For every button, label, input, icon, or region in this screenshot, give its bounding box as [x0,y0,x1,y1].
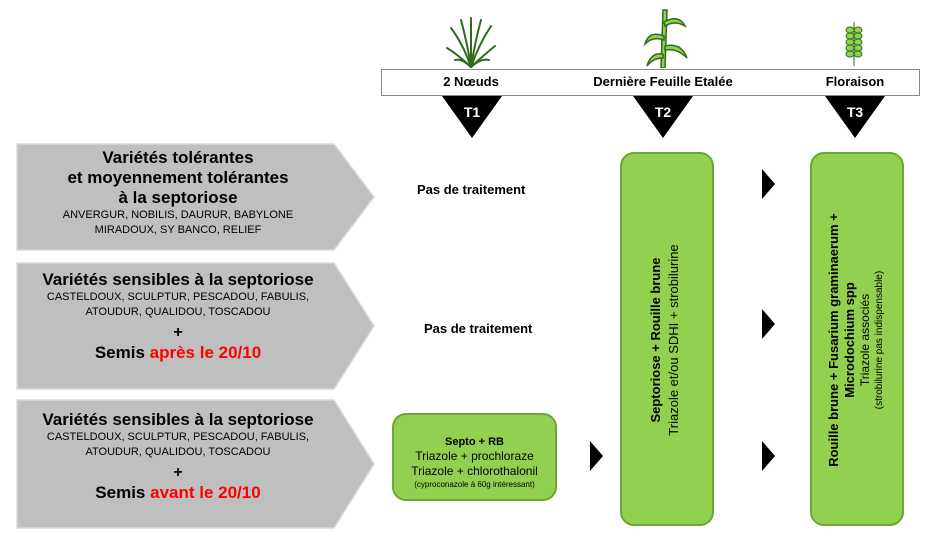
t2-marker-label: T2 [654,104,672,120]
row-3-varieties-line-2: ATOUDUR, QUALIDOU, TOSCADOU [85,446,271,458]
t3-box-line-3: Triazole associés [858,293,872,387]
row-1-label: Variétés tolérantes et moyennement tolér… [18,148,338,238]
t1-marker [442,96,502,138]
growth-stage-timeline: 2 Nœuds Dernière Feuille Etalée Floraiso… [381,69,920,96]
t1-box-line-2: Triazole + chlorothalonil [411,464,538,478]
row-1-title-line-1: Variétés tolérantes [102,148,254,167]
row-1-t1-no-treatment: Pas de traitement [417,182,526,197]
row-1-varieties-line-2: MIRADOUX, SY BANCO, RELIEF [94,224,262,236]
t3-box-text: Rouille brune + Fusarium graminaerum + M… [826,155,888,525]
wheat-ear-icon [845,22,863,66]
t2-marker [633,96,693,138]
row-2-plus: + [173,324,183,341]
row-2-arrow [16,262,375,390]
row-1-varieties-line-1: ANVERGUR, NOBILIS, DAURUR, BABYLONE [62,209,294,221]
wheat-flag-leaf-icon [643,9,688,68]
row-1-arrow [16,143,375,251]
arrow-row-2-t2-to-t3 [762,309,775,339]
row-2-varieties-line-2: ATOUDUR, QUALIDOU, TOSCADOU [85,306,271,318]
t3-box-line-4: (strobilurine pas indispensable) [874,270,885,410]
t2-treatment-box: Septoriose + Rouille brune Triazole et/o… [620,152,714,526]
t2-box-line-2: Triazole et/ou SDHI + strobilurine [666,244,681,436]
row-3-arrow [16,399,375,529]
t1-box-note: (cyproconazole à 60g intéressant) [414,480,535,489]
t1-box-line-1: Triazole + prochloraze [415,449,534,463]
t3-box-line-2: Microdochium spp [842,282,857,398]
row-3-semis-prefix: Semis [95,483,151,502]
t3-treatment-box: Rouille brune + Fusarium graminaerum + M… [810,152,904,526]
t2-box-line-1: Septoriose + Rouille brune [648,257,663,423]
row-3-semis-date: avant le 20/10 [150,483,261,502]
arrow-t1-to-t2 [590,441,603,471]
arrow-row-3-t2-to-t3 [762,441,775,471]
t2-box-text: Septoriose + Rouille brune Triazole et/o… [647,155,687,525]
row-3-t1-treatment-box: Septo + RB Triazole + prochloraze Triazo… [392,413,557,501]
t1-marker-label: T1 [463,104,481,120]
row-2-semis-prefix: Semis [94,343,150,362]
row-1-title-line-3: à la septoriose [118,188,238,207]
row-2-semis-date: après le 20/10 [149,343,262,362]
row-2-label: Variétés sensibles à la septoriose CASTE… [18,270,338,364]
row-3-varieties-line-1: CASTELDOUX, SCULPTUR, PESCADOU, FABULIS, [46,431,310,443]
t3-box-line-1: Rouille brune + Fusarium graminaerum + [826,213,841,467]
row-1-title-line-2: et moyennement tolérantes [67,168,289,187]
row-2-semis: Semis après le 20/10 [18,342,338,364]
row-3-label: Variétés sensibles à la septoriose CASTE… [18,410,338,504]
t3-marker-label: T3 [846,104,864,120]
row-2-title: Variétés sensibles à la septoriose [42,270,314,289]
stage-label-t2: Dernière Feuille Etalée [593,74,733,89]
row-2-varieties-line-1: CASTELDOUX, SCULPTUR, PESCADOU, FABULIS, [46,291,310,303]
row-3-semis: Semis avant le 20/10 [18,482,338,504]
t3-marker [825,96,885,138]
row-3-plus: + [173,464,183,481]
arrow-row-1-t2-to-t3 [762,169,775,199]
t1-box-title: Septo + RB [445,436,504,448]
stage-label-t1: 2 Nœuds [443,74,499,89]
wheat-tillering-icon [446,17,496,68]
row-2-t1-no-treatment: Pas de traitement [424,321,533,336]
stage-label-t3: Floraison [825,74,885,89]
row-3-title: Variétés sensibles à la septoriose [42,410,314,429]
